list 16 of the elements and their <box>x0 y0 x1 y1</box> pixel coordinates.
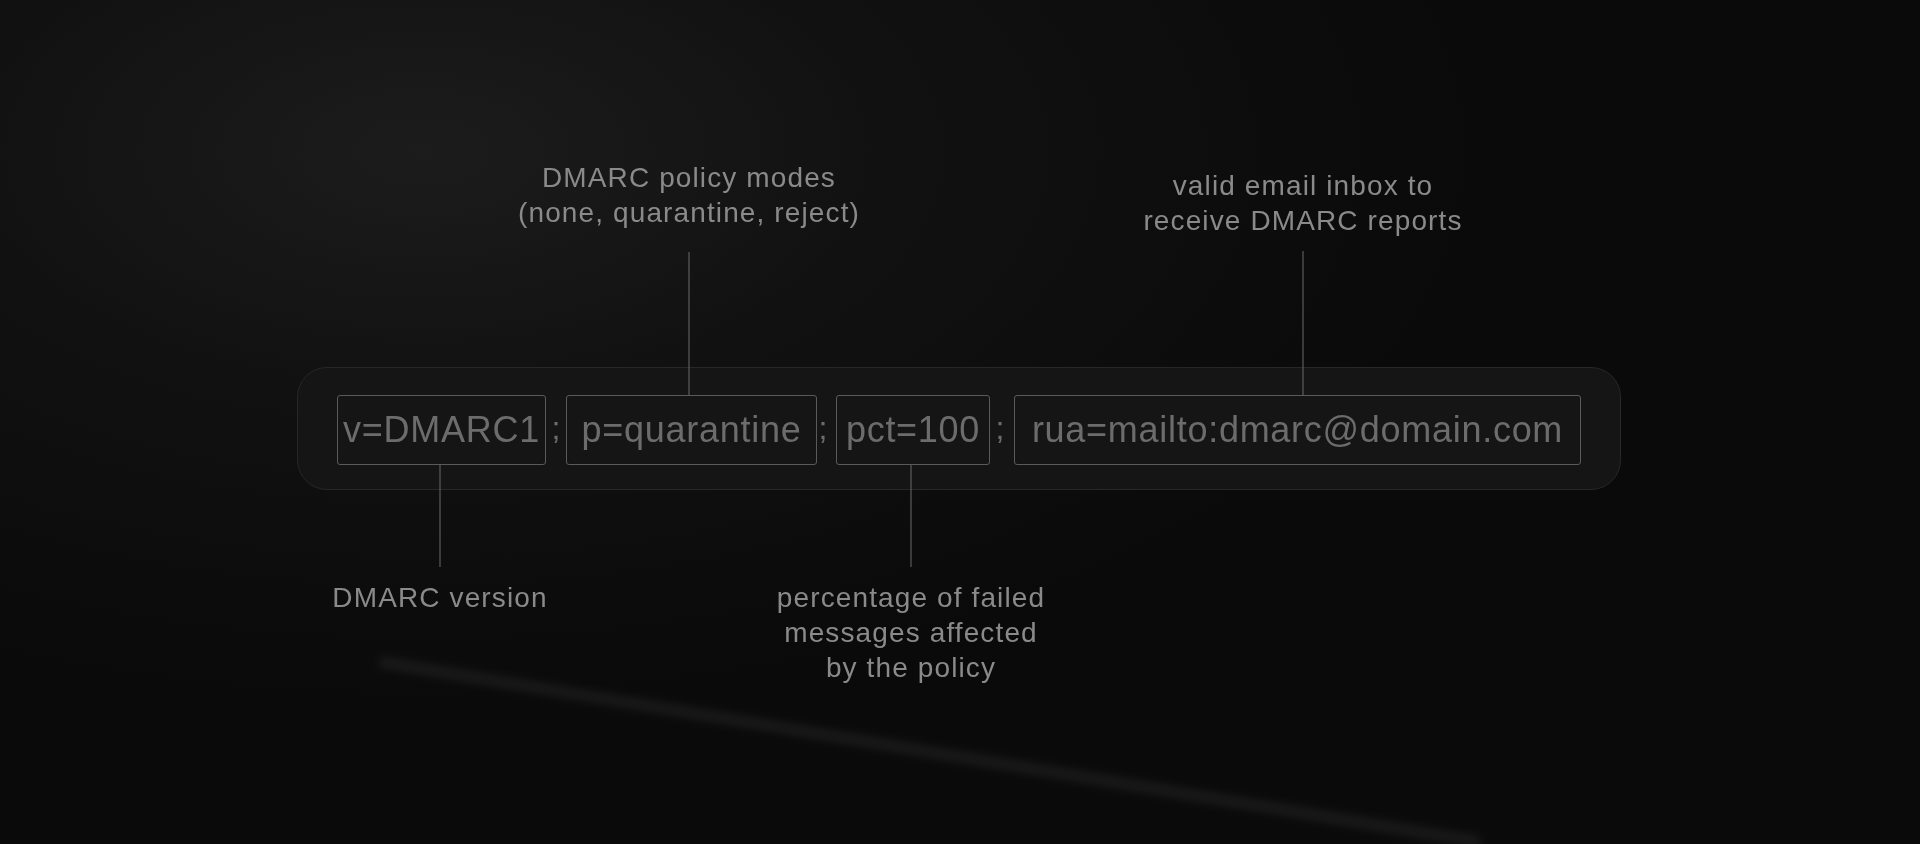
annotation-text: DMARC policy modes (none, quarantine, reject) <box>517 161 861 230</box>
leader-line <box>688 251 690 396</box>
separator-text: ; <box>995 412 1005 444</box>
annotation-text: percentage of failed messages affected by the policy <box>775 581 1047 685</box>
annotation-text: DMARC version <box>332 581 548 615</box>
separator-text: ; <box>551 412 561 444</box>
record-tag: pct=100 <box>836 395 990 465</box>
leader-line <box>1302 250 1304 396</box>
record-tag: v=DMARC1 <box>337 395 546 465</box>
record-bar <box>297 367 1621 490</box>
record-tag: rua=mailto:dmarc@domain.com <box>1014 395 1581 465</box>
leader-line <box>910 464 912 568</box>
record-tag: p=quarantine <box>566 395 817 465</box>
separator-text: ; <box>818 412 828 444</box>
annotation-text: valid email inbox to receive DMARC reports <box>1142 169 1464 238</box>
leader-line <box>439 464 441 568</box>
